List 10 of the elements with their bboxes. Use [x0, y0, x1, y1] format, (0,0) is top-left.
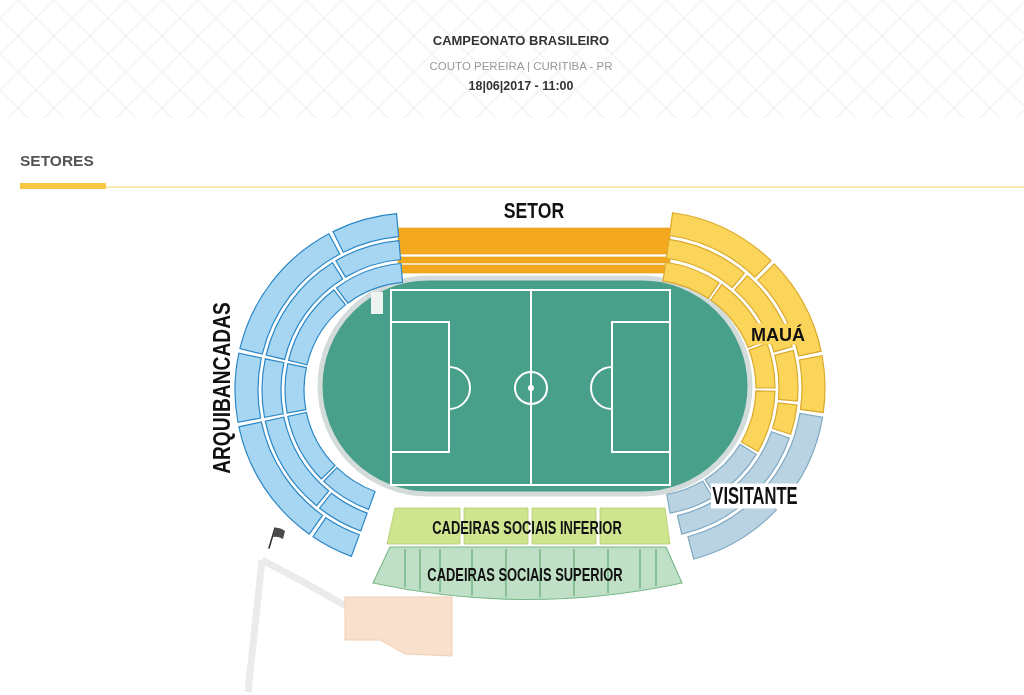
sector-label: ARQUIBANCADAS: [210, 302, 234, 474]
sector-label: CADEIRAS SOCIAIS SUPERIOR: [427, 564, 623, 584]
section-heading: SETORES: [20, 152, 94, 170]
sector-label: CADEIRAS SOCIAIS INFERIOR: [432, 517, 622, 537]
sector-label: MAUÁ: [749, 323, 807, 345]
event-title: CAMPEONATO BRASILEIRO: [432, 33, 610, 49]
match-date: 18|06|2017 - 11:00: [468, 80, 574, 94]
sector-label: VISITANTE: [710, 483, 800, 509]
sector-label: SETOR: [503, 200, 565, 222]
venue-location: COUTO PEREIRA | CURITIBA - PR: [429, 59, 613, 73]
